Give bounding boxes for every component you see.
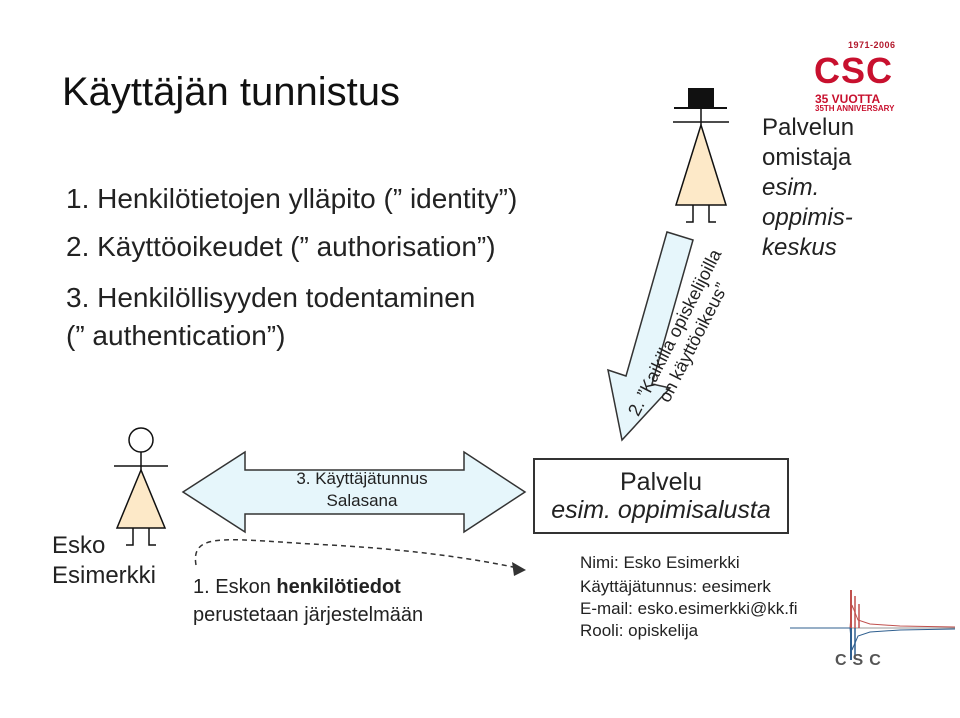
info-email: E-mail: esko.esimerkki@kk.fi: [580, 599, 798, 618]
credentials-line1: 3. Käyttäjätunnus: [296, 469, 428, 488]
basis-prefix: 1. Eskon: [193, 576, 277, 598]
credentials-label: 3. Käyttäjätunnus Salasana: [262, 468, 462, 512]
user-figure-icon: [114, 427, 168, 546]
logo-years: 1971-2006: [848, 40, 896, 50]
info-name: Nimi: Esko Esimerkki: [580, 553, 740, 572]
page-title: Käyttäjän tunnistus: [62, 70, 400, 114]
service-box: Palvelu esim. oppimisalusta: [533, 458, 789, 534]
info-username: Käyttäjätunnus: eesimerk: [580, 577, 771, 596]
user-first-name: Esko: [52, 532, 106, 559]
basis-bold: henkilötiedot: [276, 576, 401, 598]
credentials-double-arrow: [181, 450, 527, 534]
logo-anniversary-fi: 35 VUOTTA: [815, 92, 881, 106]
owner-label: Palvelun omistaja esim. oppimis- keskus: [762, 113, 854, 263]
owner-line4: oppimis-: [762, 204, 853, 231]
credentials-line2: Salasana: [326, 491, 398, 510]
basis-dashed-arrow: [194, 539, 526, 576]
service-subtitle: esim. oppimisalusta: [551, 496, 771, 524]
list-item-authentication-cont: (” authentication”): [66, 320, 286, 351]
user-last-name: Esimerkki: [52, 562, 157, 589]
authorisation-arrow: [607, 231, 694, 442]
service-title: Palvelu: [620, 468, 702, 496]
logo-anniversary-en: 35TH ANNIVERSARY: [815, 104, 895, 113]
owner-line3: esim.: [762, 174, 820, 201]
basis-line1: 1. Eskon henkilötiedot: [193, 576, 401, 599]
owner-line1: Palvelun: [762, 114, 855, 141]
footer-csc-logo: CSC: [835, 652, 887, 669]
list-item-authentication: 3. Henkilöllisyyden todentaminen: [66, 282, 476, 313]
info-role: Rooli: opiskelija: [580, 621, 699, 640]
basis-line2: perustetaan järjestelmään: [193, 604, 424, 626]
list-item-authorisation: 2. Käyttöoikeudet (” authorisation”): [66, 231, 496, 262]
owner-figure-icon: [673, 88, 729, 223]
owner-line2: omistaja: [762, 144, 852, 171]
decorative-spectrum-icon: [790, 590, 956, 660]
csc-logo: CSC: [814, 50, 894, 91]
owner-line5: keskus: [762, 234, 837, 261]
list-item-identity: 1. Henkilötietojen ylläpito (” identity”…: [66, 183, 518, 214]
